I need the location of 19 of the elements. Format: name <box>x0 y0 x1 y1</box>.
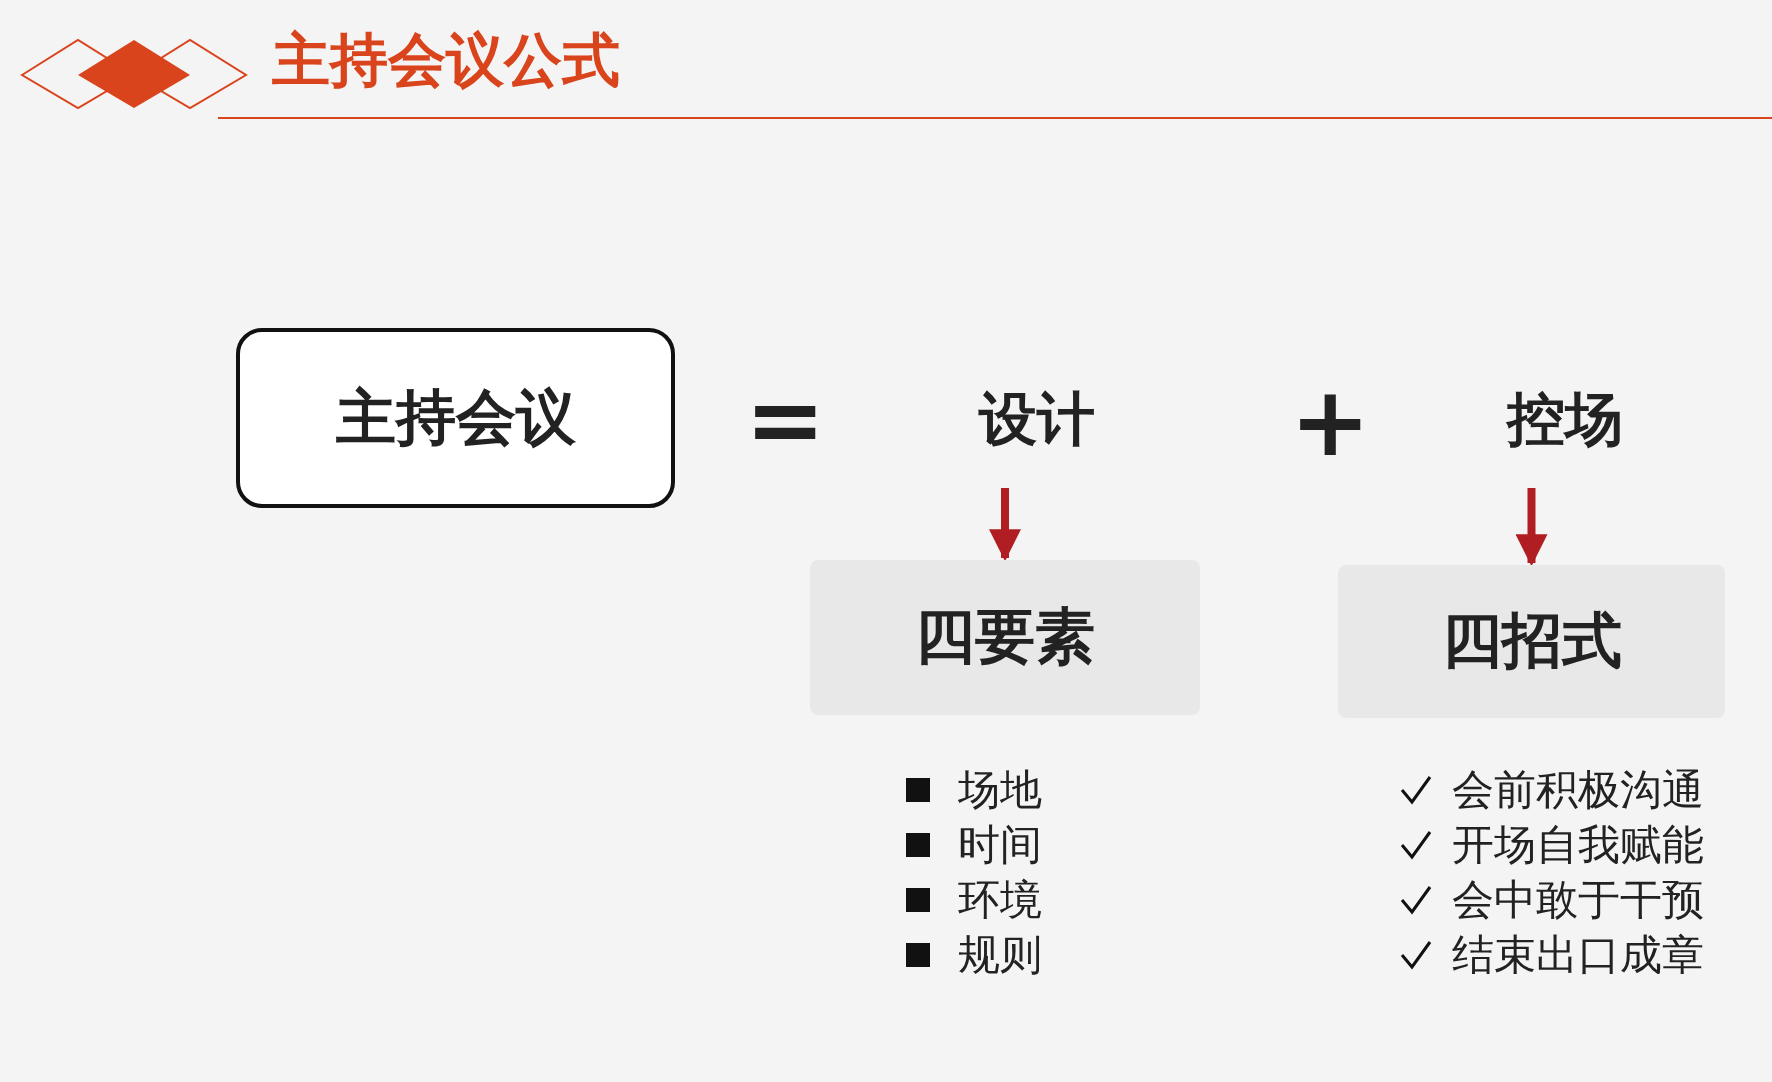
rounded-box <box>236 328 675 508</box>
list-item: 开场自我赋能 <box>1452 820 1704 870</box>
box-label: 四招式 <box>1441 604 1622 677</box>
list-item: 会中敢于干预 <box>1452 875 1704 925</box>
list-item: 场地 <box>958 765 1042 815</box>
list-item: 会前积极沟通 <box>1452 765 1704 815</box>
heading-text: 控场 <box>1507 384 1623 455</box>
plus-sign: + <box>1290 372 1371 472</box>
slide-title: 主持会议公式 <box>272 25 620 96</box>
heading-text: 设计 <box>979 384 1095 455</box>
box-label: 主持会议 <box>335 380 576 454</box>
equals-sign: = <box>745 370 826 470</box>
list-item: 时间 <box>958 820 1042 870</box>
box-label: 四要素 <box>915 600 1095 673</box>
shaded-box <box>810 560 1200 715</box>
list-item: 结束出口成章 <box>1452 930 1704 980</box>
list-item: 环境 <box>958 875 1042 925</box>
list-item: 规则 <box>958 930 1042 980</box>
shaded-box <box>1338 565 1725 718</box>
